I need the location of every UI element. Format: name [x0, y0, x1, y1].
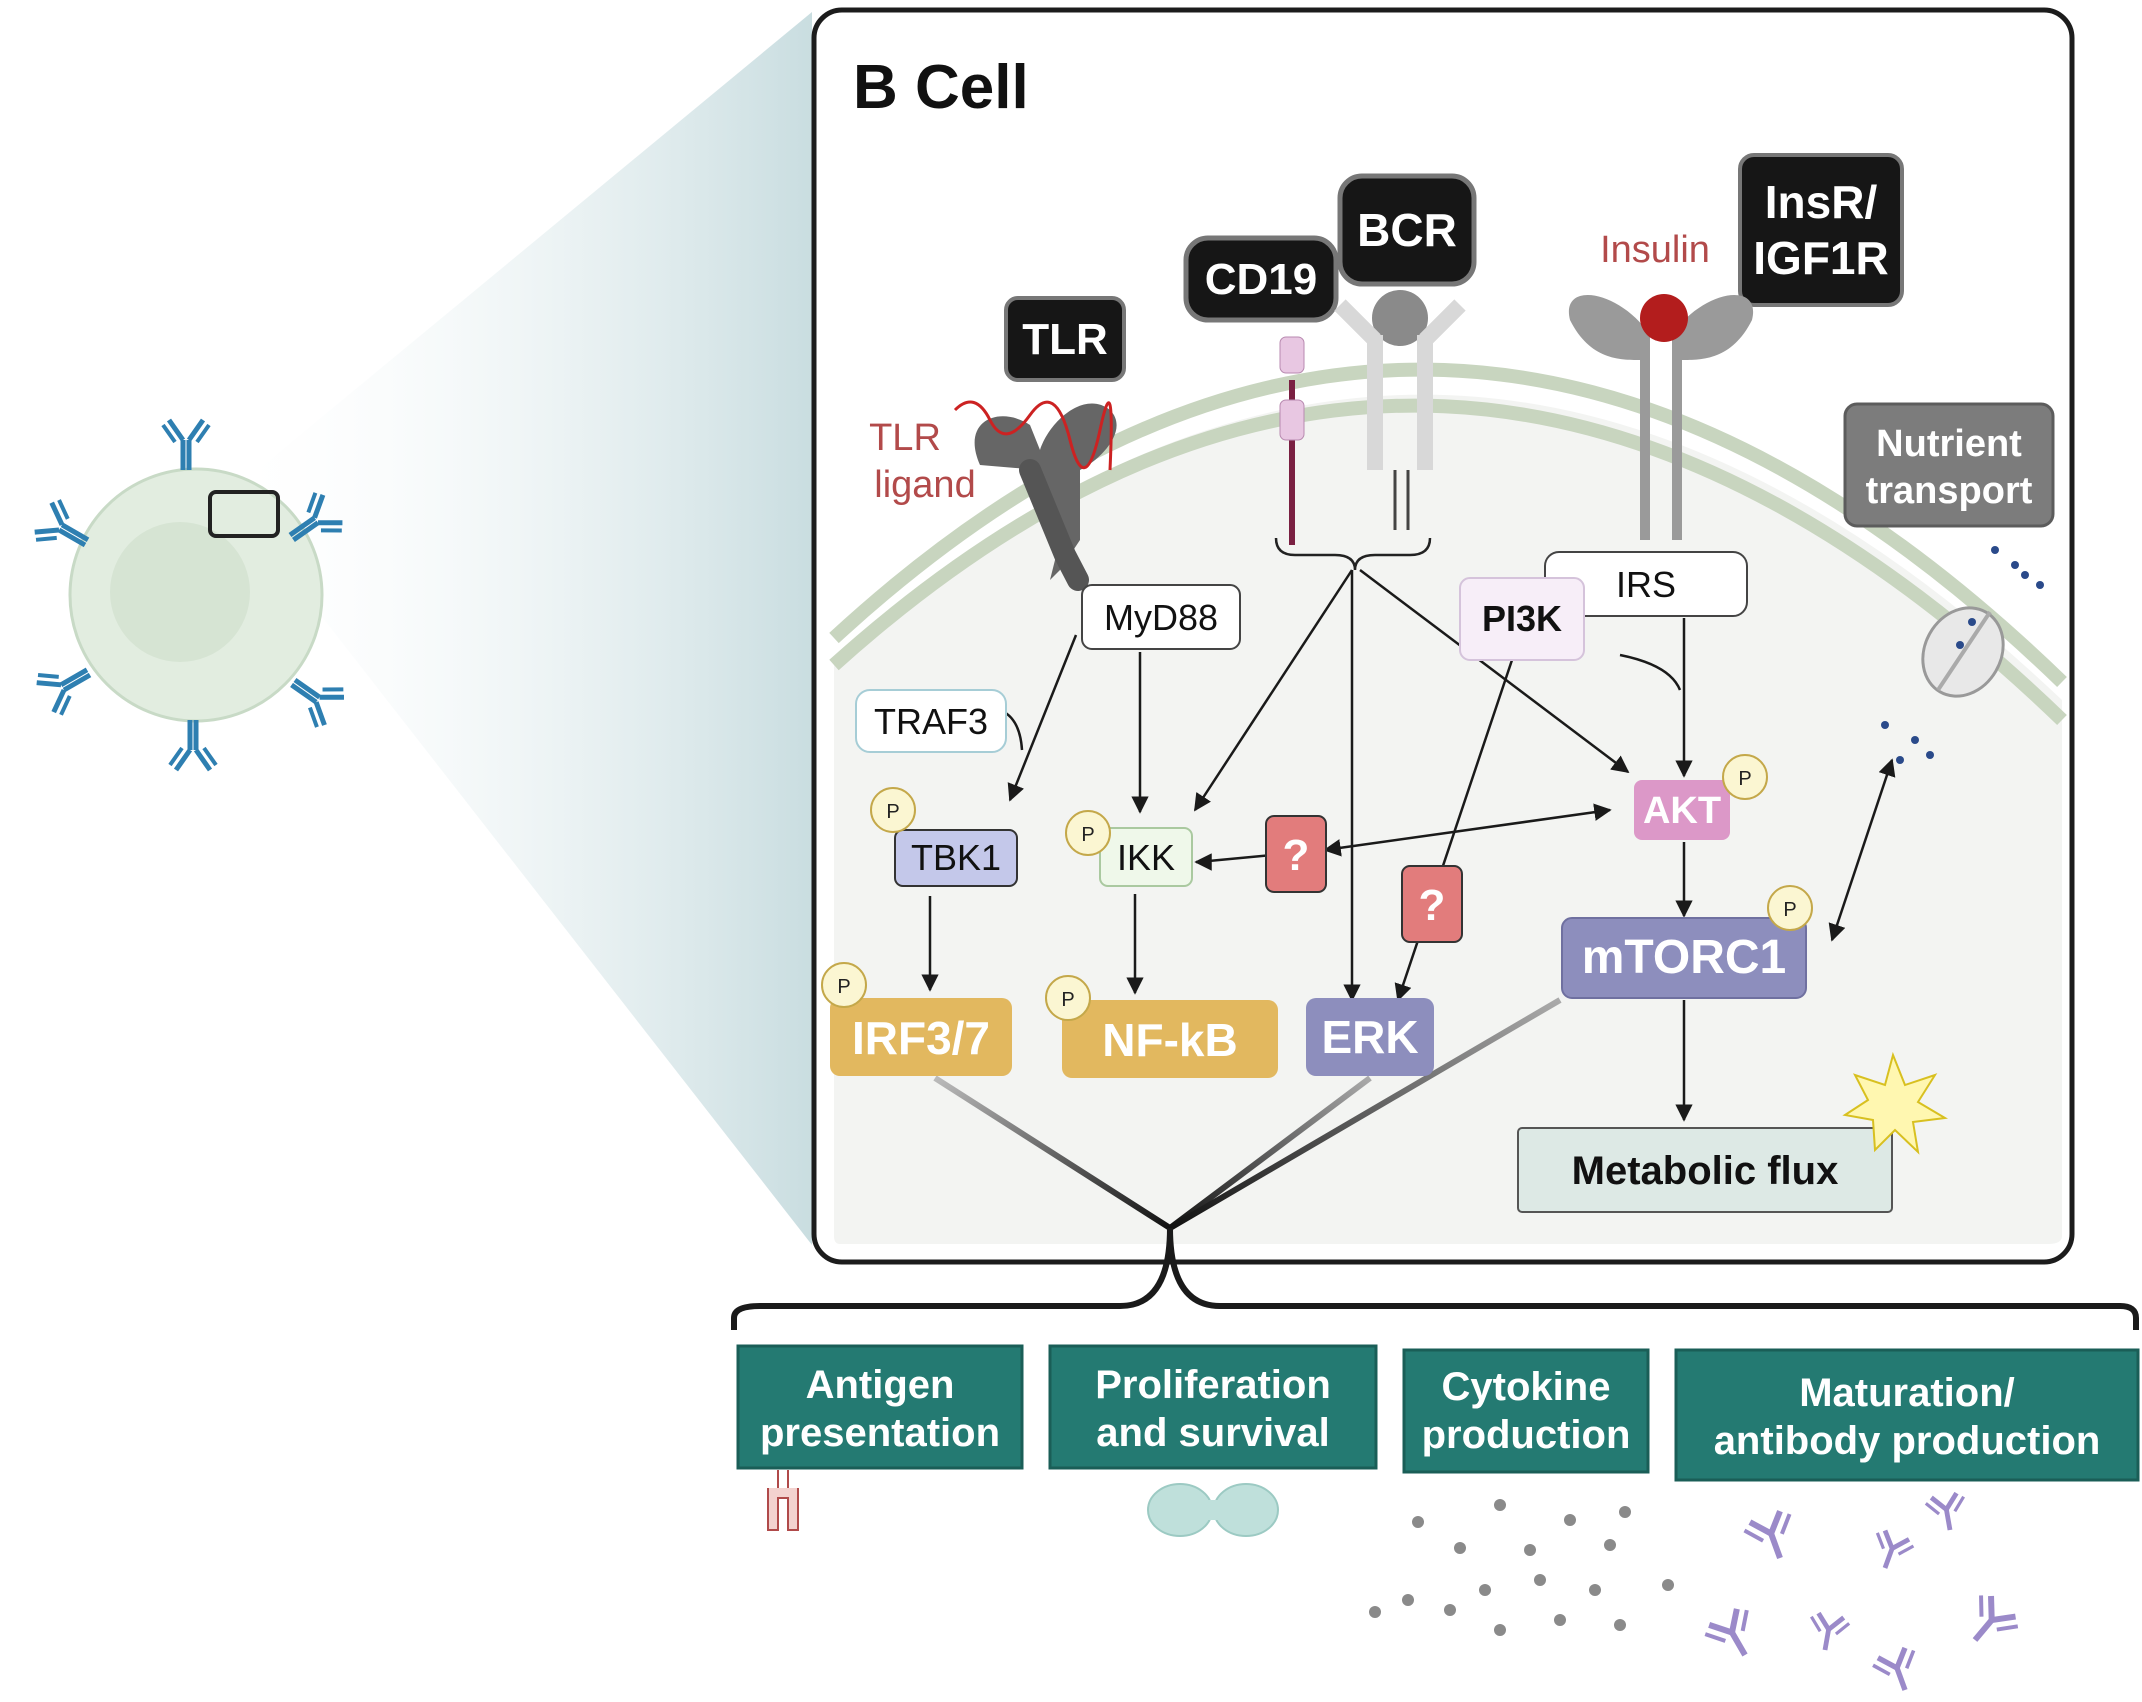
svg-text:ERK: ERK	[1321, 1011, 1418, 1063]
svg-text:?: ?	[1419, 881, 1446, 930]
svg-text:Proliferation: Proliferation	[1095, 1363, 1331, 1407]
svg-text:IGF1R: IGF1R	[1753, 232, 1888, 284]
svg-text:InsR/: InsR/	[1765, 176, 1878, 228]
irs-node: IRS	[1544, 551, 1748, 617]
unknown-mechanism-2: ?	[1401, 865, 1463, 943]
tlr-ligand-label-2: ligand	[874, 464, 975, 506]
cytokine-dots-icon	[1369, 1499, 1674, 1636]
svg-text:TRAF3: TRAF3	[874, 701, 988, 742]
nutrient-transporter	[1881, 546, 2044, 764]
svg-text:Cytokine: Cytokine	[1442, 1365, 1611, 1409]
svg-text:transport: transport	[1866, 470, 2033, 512]
pi3k-node: PI3K	[1459, 577, 1585, 661]
myd88-node: MyD88	[1081, 584, 1241, 650]
svg-text:production: production	[1422, 1413, 1631, 1457]
tlr-receptor	[953, 400, 1117, 591]
insulin-receptor	[1568, 294, 1754, 540]
outcome-proliferation-survival: Proliferation and survival	[1048, 1344, 1378, 1470]
svg-text:AKT: AKT	[1643, 790, 1721, 832]
svg-text:MyD88: MyD88	[1104, 597, 1218, 638]
svg-text:P: P	[837, 976, 850, 998]
tlr-ligand-label: TLR	[869, 417, 941, 459]
svg-text:TBK1: TBK1	[911, 837, 1001, 878]
svg-text:Maturation/: Maturation/	[1799, 1371, 2015, 1415]
svg-text:IRF3/7: IRF3/7	[852, 1012, 990, 1064]
mtorc1-node: mTORC1	[1561, 917, 1807, 999]
akt-node: AKT	[1634, 780, 1730, 840]
metabolic-burst-icon	[1842, 1051, 1949, 1155]
svg-text:PI3K: PI3K	[1482, 598, 1562, 639]
unknown-mechanism-1: ?	[1265, 815, 1327, 893]
ikk-node: IKK	[1099, 827, 1193, 887]
cd19-badge: CD19	[1183, 235, 1339, 323]
svg-text:NF-kB: NF-kB	[1102, 1014, 1237, 1066]
zoom-box	[208, 490, 280, 538]
svg-text:P: P	[886, 801, 899, 823]
svg-text:BCR: BCR	[1357, 204, 1457, 256]
svg-text:and survival: and survival	[1096, 1411, 1329, 1455]
cd19-receptor	[1279, 336, 1305, 545]
b-cell-overview	[32, 420, 348, 770]
svg-text:mTORC1: mTORC1	[1582, 931, 1787, 984]
outcome-maturation-antibody: Maturation/ antibody production	[1674, 1348, 2140, 1482]
bcr-receptor	[1334, 290, 1466, 530]
svg-text:CD19: CD19	[1205, 255, 1318, 304]
metabolic-flux-node: Metabolic flux	[1517, 1127, 1893, 1213]
bcr-badge: BCR	[1337, 173, 1477, 287]
outcome-antigen-presentation: Antigen presentation	[736, 1344, 1024, 1470]
zoom-cone	[248, 12, 812, 1245]
panel-title: B Cell	[853, 53, 1029, 122]
svg-text:?: ?	[1283, 831, 1310, 880]
tlr-badge: TLR	[1004, 296, 1126, 382]
svg-text:TLR: TLR	[1022, 315, 1108, 364]
phospho-markers: P P P P P P	[821, 754, 1813, 1021]
svg-text:P: P	[1061, 989, 1074, 1011]
signaling-arrows	[921, 569, 1896, 1122]
erk-node: ERK	[1306, 998, 1434, 1076]
svg-text:Metabolic flux: Metabolic flux	[1572, 1149, 1839, 1193]
nutrient-transport-badge: Nutrient transport	[1843, 402, 2055, 528]
svg-text:P: P	[1081, 824, 1094, 846]
convergence-lines	[731, 997, 2139, 1330]
cd19-bcr-brace	[1274, 537, 1432, 571]
svg-text:IRS: IRS	[1616, 564, 1676, 605]
antibody-icons	[1702, 1492, 2021, 1697]
svg-text:antibody production: antibody production	[1714, 1419, 2101, 1463]
plasma-membrane-inner	[829, 398, 2067, 726]
svg-text:IKK: IKK	[1117, 837, 1175, 878]
outcome-cytokine-production: Cytokine production	[1402, 1348, 1650, 1474]
dividing-cell-icon	[1147, 1483, 1279, 1537]
traf3-node: TRAF3	[855, 689, 1007, 753]
svg-text:P: P	[1738, 768, 1751, 790]
svg-text:P: P	[1783, 899, 1796, 921]
irf37-node: IRF3/7	[830, 998, 1012, 1076]
insr-badge: InsR/ IGF1R	[1738, 153, 1904, 307]
insulin-label: Insulin	[1600, 229, 1710, 271]
nfkb-node: NF-kB	[1062, 1000, 1278, 1078]
svg-text:Nutrient: Nutrient	[1876, 423, 2022, 465]
svg-text:presentation: presentation	[760, 1411, 1000, 1455]
tbk1-node: TBK1	[894, 829, 1018, 887]
mhc-molecule-icon	[767, 1470, 799, 1531]
svg-text:Antigen: Antigen	[806, 1363, 955, 1407]
